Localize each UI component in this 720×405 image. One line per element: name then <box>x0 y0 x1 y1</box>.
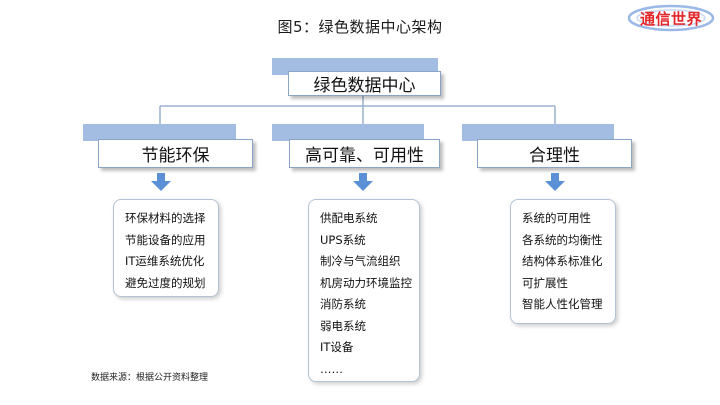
list-item: 消防系统 <box>320 297 366 311</box>
list-item: …… <box>320 361 343 376</box>
down-arrow-icon <box>353 173 373 191</box>
list-item: IT运维系统优化 <box>125 254 205 268</box>
down-arrow-icon <box>151 173 171 191</box>
logo-swoosh-icon <box>627 4 715 32</box>
list-item: 系统的可用性 <box>522 211 591 225</box>
list-item: 制冷与气流组织 <box>320 254 401 268</box>
branch-1-list: 环保材料的选择 节能设备的应用 IT运维系统优化 避免过度的规划 <box>113 199 219 297</box>
root-node: 绿色数据中心 <box>288 71 441 96</box>
list-item: 避免过度的规划 <box>125 275 206 290</box>
branch-3-label: 合理性 <box>529 146 580 166</box>
branch-2-label: 高可靠、可用性 <box>305 146 424 166</box>
list-item: 机房动力环境监控 <box>320 275 412 290</box>
branch-2-tab <box>272 124 424 141</box>
source-note: 数据来源：根据公开资料整理 <box>91 373 209 383</box>
list-item: 环保材料的选择 <box>125 211 206 225</box>
branch-2-list: 供配电系统 UPS系统 制冷与气流组织 机房动力环境监控 消防系统 弱电系统 I… <box>308 199 420 382</box>
branch-3-node: 合理性 <box>477 139 632 168</box>
list-item: 可扩展性 <box>522 275 568 290</box>
branch-1-tab <box>83 124 236 141</box>
list-item: 节能设备的应用 <box>125 232 206 247</box>
logo-text: 通信世界 <box>639 9 702 28</box>
branch-3-list: 系统的可用性 各系统的均衡性 结构体系标准化 可扩展性 智能人性化管理 <box>510 199 616 324</box>
list-item: UPS系统 <box>320 232 366 247</box>
branch-1-label: 节能环保 <box>141 146 210 166</box>
root-node-tab <box>272 58 438 75</box>
list-item: 供配电系统 <box>320 211 378 225</box>
diagram-title: 图5：绿色数据中心架构 <box>277 18 443 36</box>
root-node-label: 绿色数据中心 <box>313 76 416 96</box>
brand-logo: 通信世界 <box>626 3 716 33</box>
list-item: 各系统的均衡性 <box>522 232 603 247</box>
list-item: 弱电系统 <box>320 318 366 333</box>
list-item: 智能人性化管理 <box>522 297 603 311</box>
branch-2-node: 高可靠、可用性 <box>289 139 440 168</box>
list-item: 结构体系标准化 <box>522 254 603 268</box>
down-arrow-icon <box>545 173 565 191</box>
branch-3-tab <box>462 124 614 141</box>
branch-1-node: 节能环保 <box>98 139 253 168</box>
list-item: IT设备 <box>320 340 354 354</box>
